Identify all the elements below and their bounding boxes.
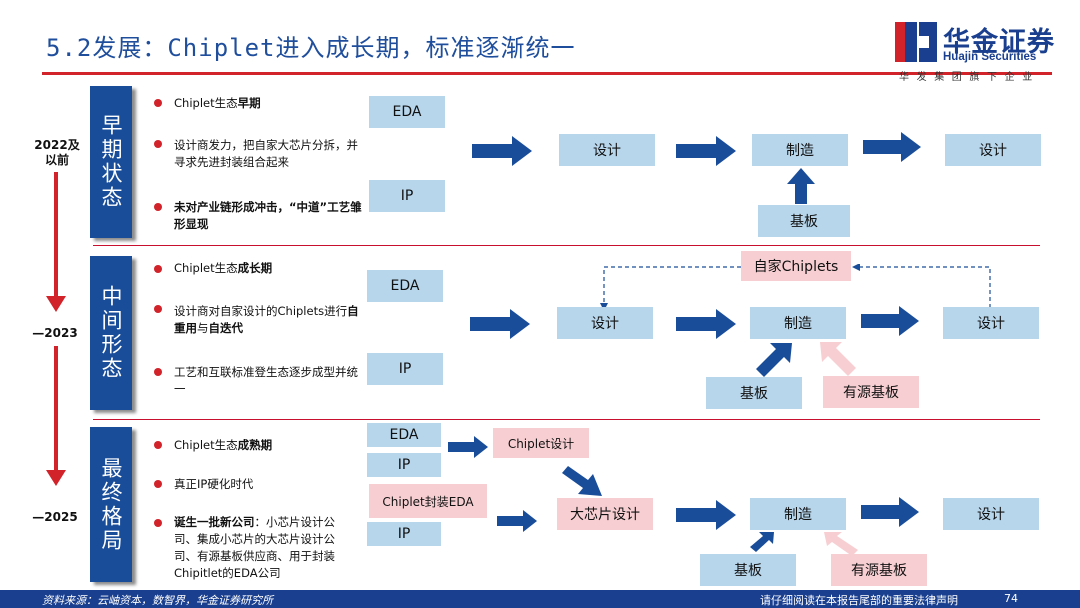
eda-box: EDA	[369, 96, 445, 128]
footer-source: 资料来源：云岫资本，数智界，华金证券研究所	[42, 594, 273, 607]
substrate-box: 基板	[706, 377, 802, 409]
active-substrate-box: 有源基板	[823, 376, 919, 408]
stage-label-middle: 中间形态	[90, 256, 132, 410]
timeline-segment	[54, 172, 58, 298]
timeline-segment	[54, 346, 58, 472]
timeline-label-2025: —2025	[32, 510, 78, 524]
section-divider	[93, 245, 1040, 246]
substrate-box: 基板	[700, 554, 796, 586]
design-box: 设计	[943, 498, 1039, 530]
manufacture-box: 制造	[750, 498, 846, 530]
chiplet-package-eda-box: Chiplet封装EDA	[369, 484, 487, 518]
bullet-text: 设计商发力，把自家大芯片分拆，并寻求先进封装组合起来	[174, 138, 358, 169]
timeline-arrow-icon	[46, 470, 66, 486]
footer-disclaimer: 请仔细阅读在本报告尾部的重要法律声明	[760, 594, 958, 607]
substrate-box: 基板	[758, 205, 850, 237]
stage-label-early: 早期状态	[90, 86, 132, 238]
diagonal-up-right-arrow-icon	[756, 343, 792, 377]
timeline-label-2022: 2022及 以前	[34, 138, 80, 167]
bullet-dot	[154, 441, 162, 449]
title-rule	[42, 72, 1052, 75]
diagonal-up-left-arrow-icon	[820, 342, 856, 376]
eda-box: EDA	[367, 423, 441, 447]
bullet-dot	[154, 140, 162, 148]
manufacture-box: 制造	[752, 134, 848, 166]
huajin-logo-icon	[895, 22, 937, 62]
bullet-text: Chiplet生态成长期	[174, 261, 273, 275]
ip-box: IP	[367, 353, 443, 385]
bullet-dot	[154, 305, 162, 313]
ip-box: IP	[367, 453, 441, 477]
bullet-dot	[154, 99, 162, 107]
right-arrow-icon	[676, 136, 736, 166]
diagonal-down-right-arrow-icon	[562, 466, 602, 496]
big-chip-design-box: 大芯片设计	[557, 498, 653, 530]
section-divider	[93, 419, 1040, 420]
diagonal-up-right-arrow-icon	[750, 532, 774, 552]
timeline-label-2023: —2023	[32, 326, 78, 340]
right-arrow-icon	[861, 306, 919, 336]
right-arrow-icon	[863, 132, 921, 162]
right-arrow-icon	[861, 497, 919, 527]
bullet-dot	[154, 480, 162, 488]
bullet-text: 真正IP硬化时代	[174, 477, 254, 491]
ip-box: IP	[367, 522, 441, 546]
bullet-text: 工艺和互联标准登生态逐步成型并统一	[174, 365, 358, 396]
manufacture-box: 制造	[750, 307, 846, 339]
bullet-dot	[154, 368, 162, 376]
design-box: 设计	[559, 134, 655, 166]
active-substrate-box: 有源基板	[831, 554, 927, 586]
bullet-dot	[154, 519, 162, 527]
chiplet-design-box: Chiplet设计	[493, 428, 589, 458]
ip-box: IP	[369, 180, 445, 212]
page-title: 5.2发展：Chiplet进入成长期，标准逐渐统一	[46, 34, 576, 62]
right-arrow-icon	[472, 136, 532, 166]
eda-box: EDA	[367, 270, 443, 302]
design-box: 设计	[945, 134, 1041, 166]
right-arrow-icon	[470, 309, 530, 339]
bullet-text: Chiplet生态早期	[174, 96, 261, 110]
stage-label-final: 最终格局	[90, 427, 132, 582]
bullet-text: 诞生一批新公司：小芯片设计公司、集成小芯片的大芯片设计公司、有源基板供应商、用于…	[174, 515, 335, 580]
bullet-text: Chiplet生态成熟期	[174, 438, 273, 452]
logo-slogan: 华发集团旗下企业	[899, 72, 1040, 83]
bullet-text: 设计商对自家设计的Chiplets进行自重用与自迭代	[174, 304, 359, 335]
right-arrow-icon	[448, 436, 488, 458]
bullet-dot	[154, 265, 162, 273]
own-chiplets-box: 自家Chiplets	[741, 251, 851, 281]
timeline-arrow-icon	[46, 296, 66, 312]
footer-bar	[0, 590, 1080, 608]
up-arrow-icon	[787, 168, 815, 204]
right-arrow-icon	[676, 500, 736, 530]
design-box: 设计	[943, 307, 1039, 339]
company-logo: 华金证券 Huajin Securities 华发集团旗下企业	[895, 22, 1060, 83]
diagonal-up-left-arrow-icon	[824, 532, 858, 556]
logo-cn-name: 华金证券	[943, 27, 1055, 58]
bullet-text: 未对产业链形成冲击，“中道”工艺雏形显现	[174, 200, 362, 231]
bullet-dot	[154, 203, 162, 211]
page-number: 74	[1004, 592, 1018, 605]
right-arrow-icon	[676, 309, 736, 339]
logo-en-name: Huajin Securities	[943, 51, 1037, 63]
design-box: 设计	[557, 307, 653, 339]
right-arrow-icon	[497, 510, 537, 532]
